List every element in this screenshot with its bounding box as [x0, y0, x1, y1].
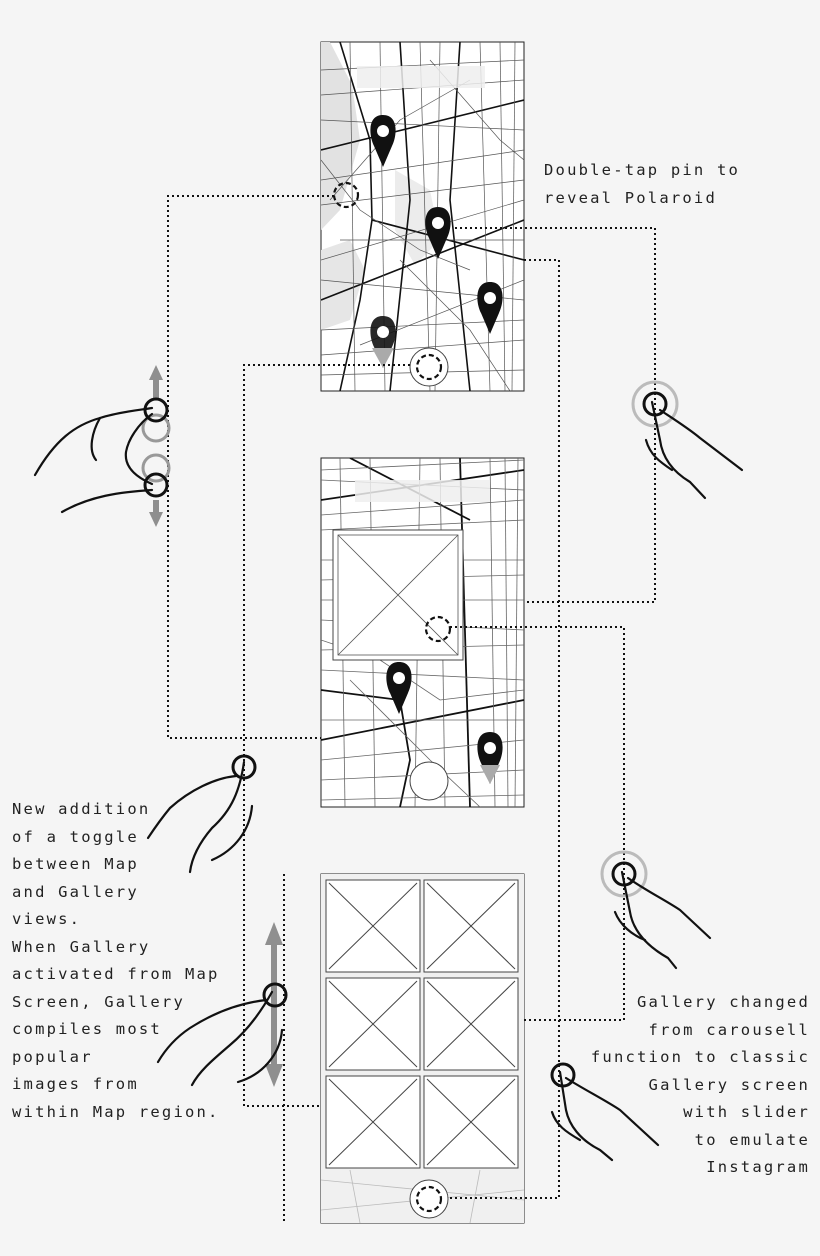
toggle-circle-icon[interactable]	[409, 761, 449, 801]
map-streets	[321, 42, 524, 391]
map-pin-icon[interactable]	[477, 732, 503, 784]
hand-gesture-icon	[33, 400, 744, 1162]
gallery-thumb[interactable]	[423, 977, 519, 1071]
scroll-arrow-icon	[149, 365, 283, 1087]
toggle-annotation: New addition of a toggle between Map and…	[12, 800, 220, 1121]
gallery-annotation: Gallery changed from carousell function …	[590, 993, 810, 1176]
map-screen	[320, 41, 525, 392]
map-pin-icon[interactable]	[370, 115, 396, 167]
gallery-thumb[interactable]	[423, 1075, 519, 1169]
tap-target-icon	[141, 380, 679, 1088]
tap-target-icon	[332, 181, 360, 209]
map-pin-icon[interactable]	[386, 662, 412, 714]
toggle-circle-icon[interactable]	[409, 347, 449, 387]
gallery-screen	[320, 873, 525, 1224]
map-pin-icon[interactable]	[425, 207, 451, 259]
double-tap-annotation: Double-tap pin to reveal Polaroid	[544, 161, 741, 207]
gallery-thumb[interactable]	[325, 879, 421, 973]
toggle-circle-icon[interactable]	[409, 1179, 449, 1219]
gallery-thumb[interactable]	[325, 1075, 421, 1169]
gallery-thumb[interactable]	[325, 977, 421, 1071]
gallery-grid	[325, 879, 519, 1169]
gallery-thumb[interactable]	[423, 879, 519, 973]
image-placeholder-icon	[332, 529, 464, 661]
tap-target-icon	[424, 615, 452, 643]
map-streets-zoomed	[321, 458, 524, 807]
map-pin-icon[interactable]	[370, 316, 396, 368]
map-pin-icon[interactable]	[477, 282, 503, 334]
